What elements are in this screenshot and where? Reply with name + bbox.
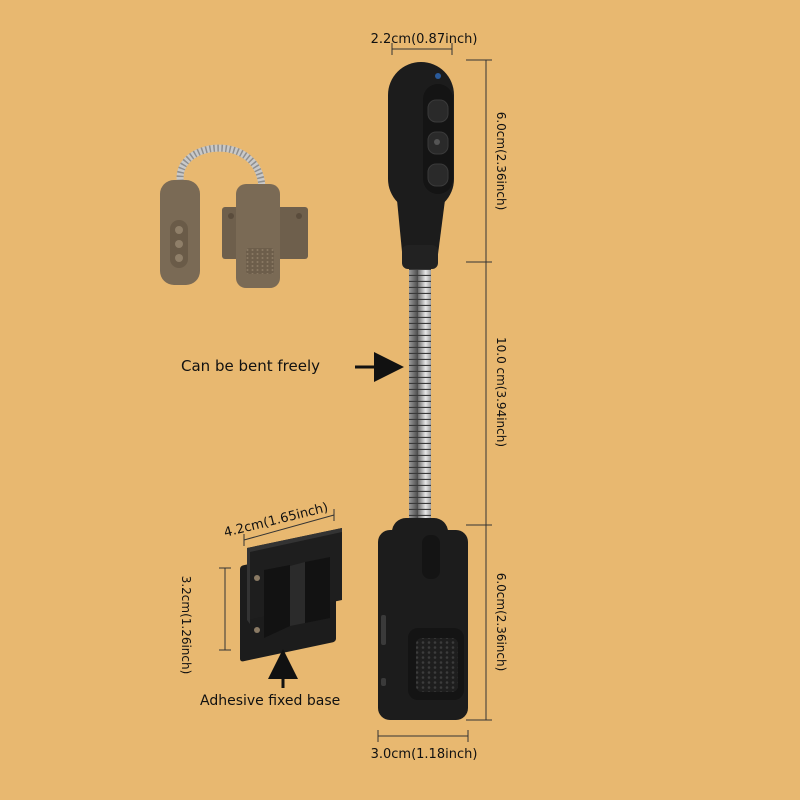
thumbnail-lamp [160, 144, 308, 288]
main-lamp [378, 62, 468, 720]
bottom-width-label: 3.0cm(1.18inch) [371, 747, 478, 762]
body-height-label: 6.0cm(2.36inch) [494, 573, 508, 672]
neck-height-label: 10.0 cm(3.94inch) [494, 337, 508, 447]
top-width-label: 2.2cm(0.87inch) [371, 32, 478, 47]
bend-callout: Can be bent freely [181, 357, 320, 375]
head-height-label: 6.0cm(2.36inch) [494, 112, 508, 211]
base-height-label: 3.2cm(1.26inch) [179, 576, 193, 675]
base-callout: Adhesive fixed base [200, 693, 340, 709]
speaker-grill [416, 638, 458, 692]
gooseneck [409, 250, 431, 530]
dimension-lines [219, 43, 492, 742]
adhesive-base [240, 528, 342, 662]
